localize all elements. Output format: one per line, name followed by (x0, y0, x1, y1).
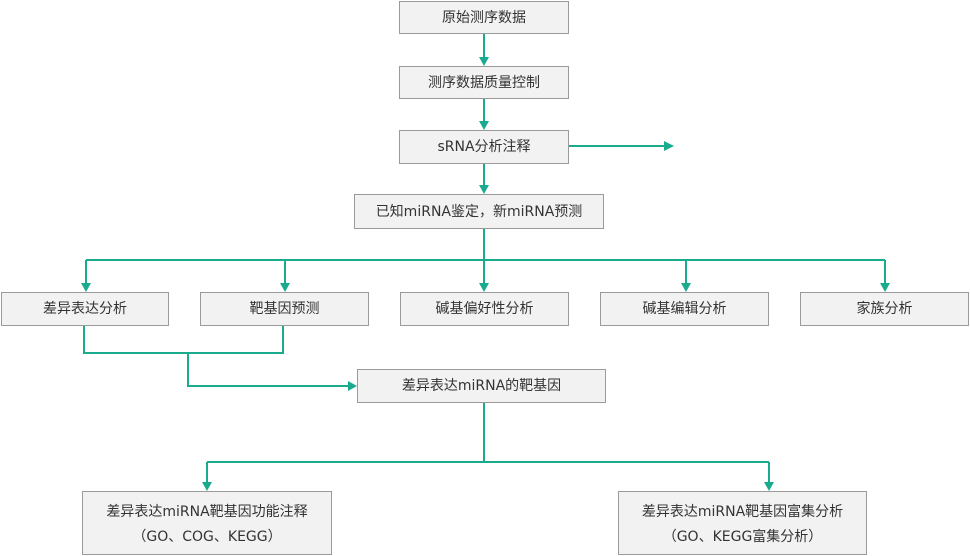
arrowhead-enrichment (764, 482, 774, 491)
node-diff-targets-label: 差异表达miRNA的靶基因 (401, 378, 562, 394)
node-diff-expression: 差异表达分析 (1, 292, 169, 326)
node-function-annotation-line1: 差异表达miRNA靶基因功能注释 (106, 503, 308, 520)
node-family-label: 家族分析 (856, 301, 913, 317)
arrowhead-base-editing (681, 283, 691, 292)
node-enrichment-line1: 差异表达miRNA靶基因富集分析 (641, 503, 844, 520)
node-quality-control-label: 测序数据质量控制 (428, 74, 540, 91)
node-base-editing-label: 碱基编辑分析 (642, 301, 727, 317)
node-raw-data: 原始测序数据 (399, 1, 569, 34)
node-quality-control: 测序数据质量控制 (399, 66, 569, 99)
node-srna-annotation: sRNA分析注释 (399, 130, 569, 164)
node-raw-data-label: 原始测序数据 (442, 9, 526, 26)
arrowhead-srna-right (664, 141, 674, 151)
node-base-bias: 碱基偏好性分析 (400, 292, 569, 326)
node-base-bias-label: 碱基偏好性分析 (435, 301, 534, 317)
arrowhead-target-prediction (280, 283, 290, 292)
arrowhead-diff-expression (81, 283, 91, 292)
arrowhead-base-bias (479, 283, 489, 292)
node-family: 家族分析 (800, 292, 969, 326)
arrowhead-func-annotation (202, 482, 212, 491)
connector-merge (83, 326, 349, 387)
node-srna-annotation-label: sRNA分析注释 (437, 139, 531, 155)
arrowhead-srna (479, 121, 489, 130)
node-diff-targets: 差异表达miRNA的靶基因 (357, 369, 606, 403)
node-function-annotation: 差异表达miRNA靶基因功能注释 （GO、COG、KEGG） (82, 491, 332, 555)
node-enrichment-line2: （GO、KEGG富集分析） (662, 528, 823, 545)
node-enrichment: 差异表达miRNA靶基因富集分析 （GO、KEGG富集分析） (618, 491, 867, 555)
node-mirna-identification: 已知miRNA鉴定，新miRNA预测 (354, 194, 604, 229)
connector-final-branch (206, 403, 770, 483)
connector-mirna-branch (85, 229, 886, 284)
node-diff-expression-label: 差异表达分析 (43, 301, 127, 317)
node-target-prediction-label: 靶基因预测 (249, 301, 320, 317)
node-function-annotation-line2: （GO、COG、KEGG） (132, 528, 282, 545)
arrowhead-family (880, 283, 890, 292)
node-base-editing: 碱基编辑分析 (600, 292, 769, 326)
arrowhead-diff-targets (348, 381, 357, 391)
node-mirna-identification-label: 已知miRNA鉴定，新miRNA预测 (375, 203, 583, 220)
node-target-prediction: 靶基因预测 (200, 292, 369, 326)
arrowhead-qc (479, 57, 489, 66)
arrowhead-mirna (479, 185, 489, 194)
